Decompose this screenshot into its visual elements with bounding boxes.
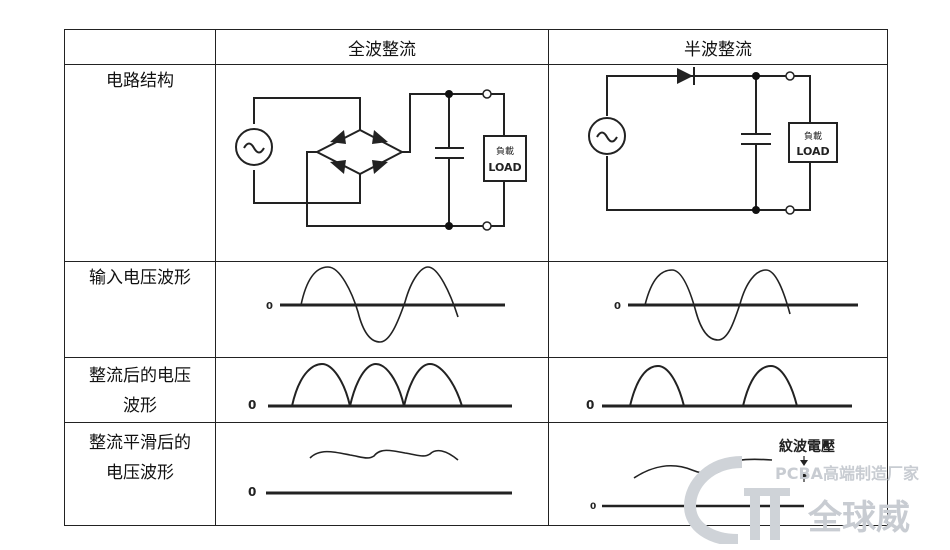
sine-symbol-icon xyxy=(596,131,618,143)
ripple-wave xyxy=(309,449,459,461)
row-divider xyxy=(65,422,887,423)
row-label-rectified: 整流后的电压 波形 xyxy=(65,361,215,421)
bridge-diodes xyxy=(330,130,388,174)
watermark-logo-icon xyxy=(683,456,790,544)
zero-label: 0 xyxy=(248,398,256,412)
load-box xyxy=(483,135,527,182)
header-half-wave: 半波整流 xyxy=(684,39,752,60)
watermark-brand: 全球威 xyxy=(808,498,910,538)
row-divider xyxy=(65,261,887,262)
row-divider xyxy=(65,64,887,65)
junction-dot xyxy=(445,90,453,98)
zero-label: 0 xyxy=(614,301,621,312)
row-label-circuit: 电路结构 xyxy=(65,66,215,96)
half-wave-rectified-waveform: 0 xyxy=(586,364,852,412)
column-divider xyxy=(548,30,549,525)
column-divider xyxy=(215,30,216,525)
junction-dot xyxy=(752,206,760,214)
output-terminal xyxy=(785,71,795,81)
full-wave-rectified-waveform: 0 xyxy=(248,362,512,412)
half-wave-circuit-diagram: 負載 LOAD xyxy=(588,67,838,215)
diode-icon xyxy=(330,130,346,144)
row-label-smoothed: 整流平滑后的 电压波形 xyxy=(65,428,215,488)
zero-label: 0 xyxy=(586,398,594,412)
row-label-rectified-line2: 波形 xyxy=(123,396,157,416)
diode-icon xyxy=(330,160,346,174)
arrow-up-icon xyxy=(800,472,808,478)
diode-icon xyxy=(372,160,388,174)
zero-label: 0 xyxy=(248,485,256,499)
header-corner xyxy=(65,30,215,64)
full-wave-wiring xyxy=(253,93,505,227)
full-wave-circuit-diagram: 負載 LOAD xyxy=(235,89,527,231)
output-terminal xyxy=(785,205,795,215)
sine-wave xyxy=(644,269,791,341)
diode-icon xyxy=(677,68,693,84)
header-full-wave: 全波整流 xyxy=(348,39,416,60)
watermark-tagline: PCBA高端制造厂家 xyxy=(775,464,920,483)
sine-symbol-icon xyxy=(243,142,265,154)
junction-dot xyxy=(445,222,453,230)
sine-wave xyxy=(300,266,459,343)
arrow-down-icon xyxy=(800,460,808,466)
full-wave-smoothed-waveform: 0 xyxy=(248,449,512,499)
row-label-input: 输入电压波形 xyxy=(65,263,215,293)
row-label-smoothed-line2: 电压波形 xyxy=(106,463,174,483)
load-label-cn: 負載 xyxy=(804,130,822,142)
zero-label: 0 xyxy=(266,301,273,312)
row-label-rectified-line1: 整流后的电压 xyxy=(89,366,191,386)
diode-icon xyxy=(372,130,388,144)
output-terminal xyxy=(482,89,492,99)
row-label-input-text: 输入电压波形 xyxy=(89,268,191,288)
load-label-en: LOAD xyxy=(488,161,521,174)
row-label-smoothed-line1: 整流平滑后的 xyxy=(89,433,191,453)
full-wave-input-waveform: 0 xyxy=(266,266,505,343)
half-wave-input-waveform: 0 xyxy=(614,269,858,341)
zero-label: 0 xyxy=(590,502,596,512)
ripple-voltage-label: 紋波電壓 xyxy=(779,439,835,455)
load-label-en: LOAD xyxy=(796,145,829,158)
junction-dot xyxy=(752,72,760,80)
comparison-table: 全波整流 半波整流 电路结构 输入电压波形 整流后的电压 波形 整流平滑后的 电… xyxy=(64,29,888,526)
rectified-pulse xyxy=(629,364,685,407)
watermark: PCBA高端制造厂家 全球威 xyxy=(680,444,950,544)
row-label-circuit-text: 电路结构 xyxy=(106,71,174,91)
half-wave-wiring xyxy=(606,75,811,211)
output-terminal xyxy=(482,221,492,231)
rectified-pulse xyxy=(742,364,798,407)
rectified-wave xyxy=(291,362,463,407)
load-label-cn: 負載 xyxy=(496,145,514,157)
load-box xyxy=(788,122,838,163)
row-divider xyxy=(65,357,887,358)
